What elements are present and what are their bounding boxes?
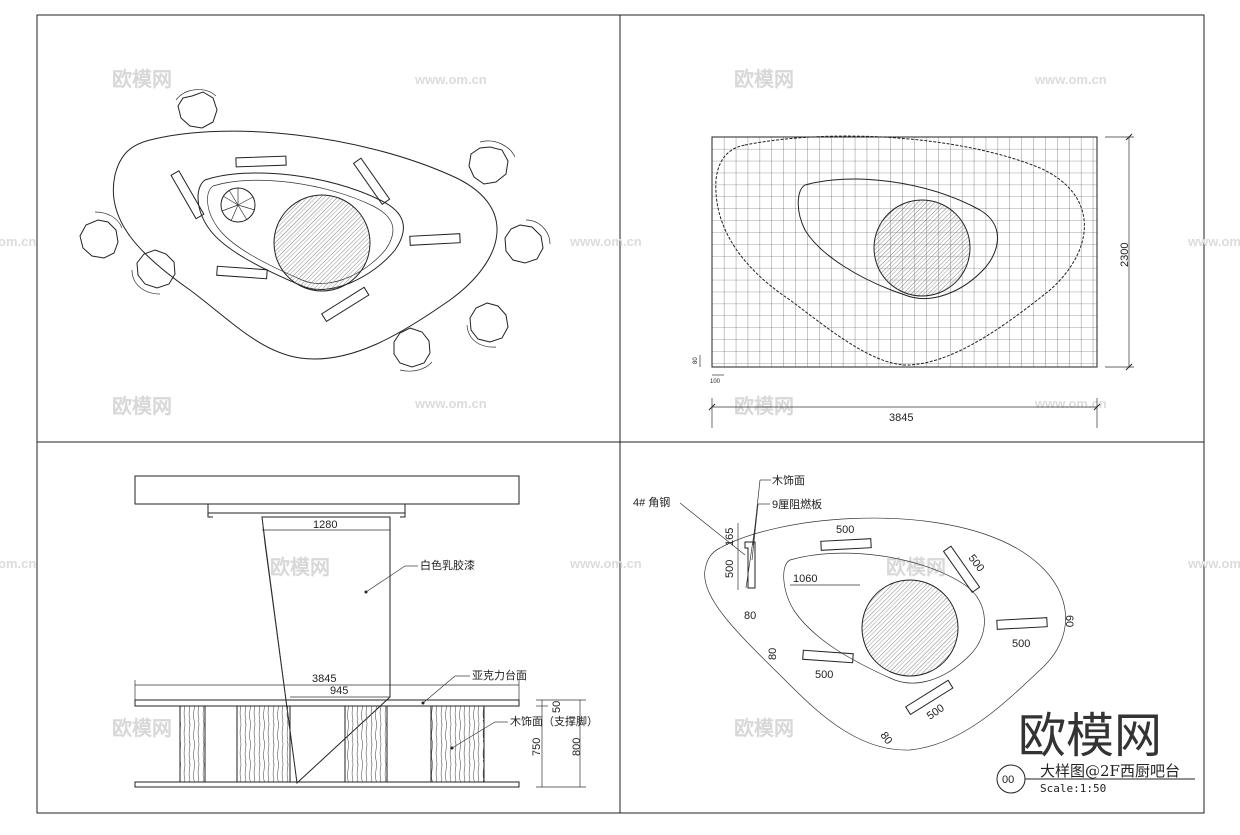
- bar-counter-outline: [112, 130, 498, 360]
- watermark-text: 欧模网: [112, 67, 172, 91]
- angle-steel-label: 4# 角钢: [633, 496, 670, 509]
- wood-leg-label: 木饰面（支撑脚）: [510, 714, 598, 728]
- small-dimension: 100: [710, 379, 721, 385]
- inner-outline: [783, 552, 985, 684]
- watermark-url: www.om.cn: [414, 72, 487, 87]
- dimension-1060: 1060: [793, 573, 817, 585]
- watermark-url: www.om.cn: [414, 396, 487, 411]
- grid-plan: 3845 2300 80 100: [693, 133, 1134, 428]
- watermark-text: 欧模网: [734, 716, 794, 740]
- plan-drawing: [79, 89, 551, 372]
- seat-dimension: 500: [925, 702, 947, 722]
- dimension-60: 60: [1063, 615, 1075, 627]
- counter-outline: [704, 517, 1066, 751]
- watermark-url: www.om.cn: [1187, 556, 1240, 571]
- stool: [136, 249, 176, 289]
- wood-face-label: 木饰面: [772, 473, 805, 487]
- watermark-text: 欧模网: [112, 716, 172, 740]
- angle-steel-bracket: [744, 541, 756, 589]
- watermark-text: 欧模网: [734, 67, 794, 91]
- wood-support-legs: [179, 705, 485, 783]
- watermark-url: om.cn: [0, 234, 36, 249]
- round-table-hatched: [273, 194, 371, 292]
- acrylic-countertop: [134, 699, 520, 707]
- title-block: 欧模网 00 大样图@2F西厨吧台 Scale:1:50: [996, 710, 1195, 795]
- dimension-80: 80: [878, 730, 895, 747]
- stool: [504, 224, 544, 264]
- ceiling-bulkhead: [134, 475, 520, 505]
- watermark-url: om.cn: [0, 556, 36, 571]
- stool: [468, 146, 509, 185]
- elevation-drawing: 1280 白色乳胶漆 3845 945 亚克力台面 木饰面（支撑脚）: [134, 475, 598, 788]
- board-label: 9厘阻燃板: [772, 497, 822, 511]
- watermark-url: www.om.cn: [1187, 234, 1240, 249]
- paint-label: 白色乳胶漆: [420, 558, 475, 572]
- height-dimension: 2300: [1119, 243, 1131, 267]
- watermark-url: www.om.cn: [569, 556, 642, 571]
- stool: [469, 302, 509, 343]
- inner-island-outline: [197, 172, 404, 290]
- round-table-hatched: [861, 579, 959, 677]
- stool: [393, 327, 431, 368]
- small-dimension: 80: [693, 357, 699, 364]
- inner-width-dimension: 945: [330, 685, 348, 697]
- watermark-url: www.om.cn: [1034, 72, 1107, 87]
- watermark-text: 欧模网: [112, 394, 172, 418]
- dimension-750: 750: [531, 738, 543, 756]
- stool: [177, 91, 218, 129]
- watermark-url: www.om.cn: [569, 234, 642, 249]
- watermark-text: 欧模网: [270, 555, 330, 579]
- spiral-stair-treads: [221, 188, 256, 222]
- bar-stools: [79, 89, 551, 372]
- dimension-800: 800: [571, 738, 583, 756]
- brand-logo-text: 欧模网: [1018, 710, 1162, 763]
- dimension-50: 50: [551, 701, 563, 713]
- drawing-number: 00: [1002, 774, 1014, 786]
- overall-width-dimension: 3845: [312, 673, 336, 685]
- bar-seat-pads: [170, 155, 461, 323]
- drawing-title: 大样图@2F西厨吧台: [1040, 762, 1180, 780]
- seat-dimension: 500: [1012, 638, 1030, 650]
- stool: [79, 219, 119, 259]
- seat-dimension: 500: [815, 669, 833, 681]
- dimension-80: 80: [744, 610, 756, 622]
- countertop-label: 亚克力台面: [472, 668, 527, 682]
- counter-outline-on-grid: [715, 135, 1085, 366]
- round-table-hatched: [873, 199, 971, 297]
- watermark-text: 欧模网: [886, 555, 946, 579]
- inner-outline-on-grid: [797, 178, 998, 299]
- floor-base: [134, 781, 520, 788]
- sheet-frame: [36, 14, 1205, 814]
- dimension-80: 80: [767, 648, 779, 660]
- watermark-text: 欧模网: [734, 394, 794, 418]
- watermarks: 欧模网 欧模网 欧模网 欧模网 欧模网 欧模网 欧模网 欧模网 www.om.c…: [0, 67, 1240, 740]
- dimension-500: 500: [724, 560, 736, 578]
- seat-dimension: 500: [836, 524, 854, 536]
- seat-pads: [802, 538, 1048, 716]
- drawing-scale: Scale:1:50: [1040, 782, 1106, 795]
- width-dimension: 3845: [889, 412, 913, 424]
- top-width-dimension: 1280: [313, 519, 337, 531]
- detail-plan: 木饰面 9厘阻燃板 4# 角钢 165 500 80 1060 500 500 …: [633, 473, 1075, 751]
- dimension-165: 165: [724, 528, 736, 546]
